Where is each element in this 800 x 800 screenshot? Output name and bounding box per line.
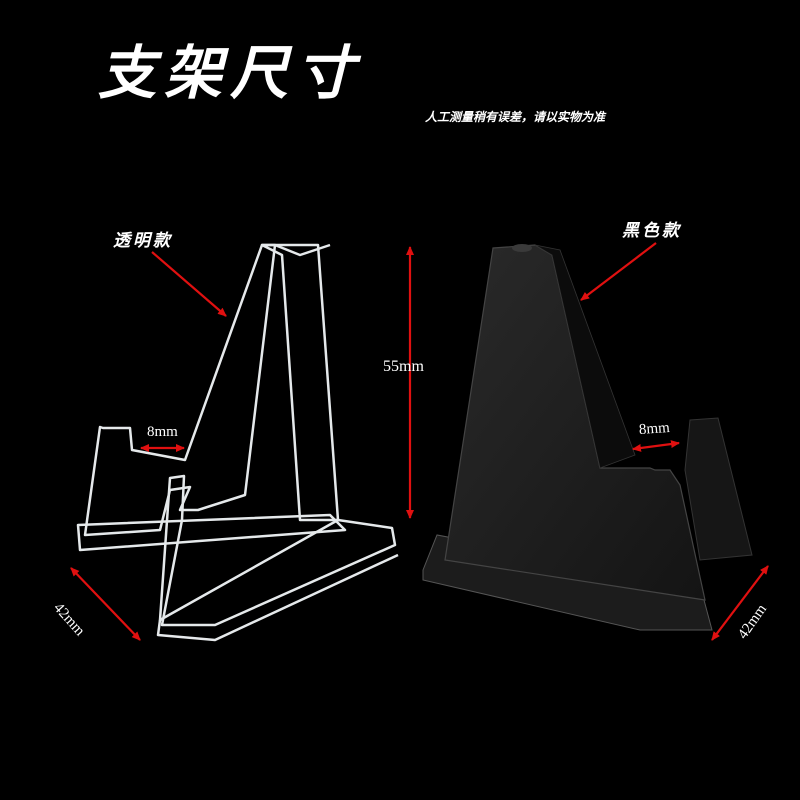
transparent-stand xyxy=(76,243,399,642)
label-transparent: 透明款 xyxy=(113,231,173,251)
dim-slot-right: 8mm xyxy=(638,419,671,439)
label-black: 黑色款 xyxy=(622,221,682,241)
black-stand xyxy=(422,244,753,631)
page-title: 支架尺寸 xyxy=(98,39,363,107)
annotation-arrows xyxy=(70,242,769,641)
measurement-disclaimer: 人工测量稍有误差，请以实物为准 xyxy=(425,110,606,124)
dim-slot-left: 8mm xyxy=(147,424,178,440)
dim-height: 55mm xyxy=(383,358,424,375)
